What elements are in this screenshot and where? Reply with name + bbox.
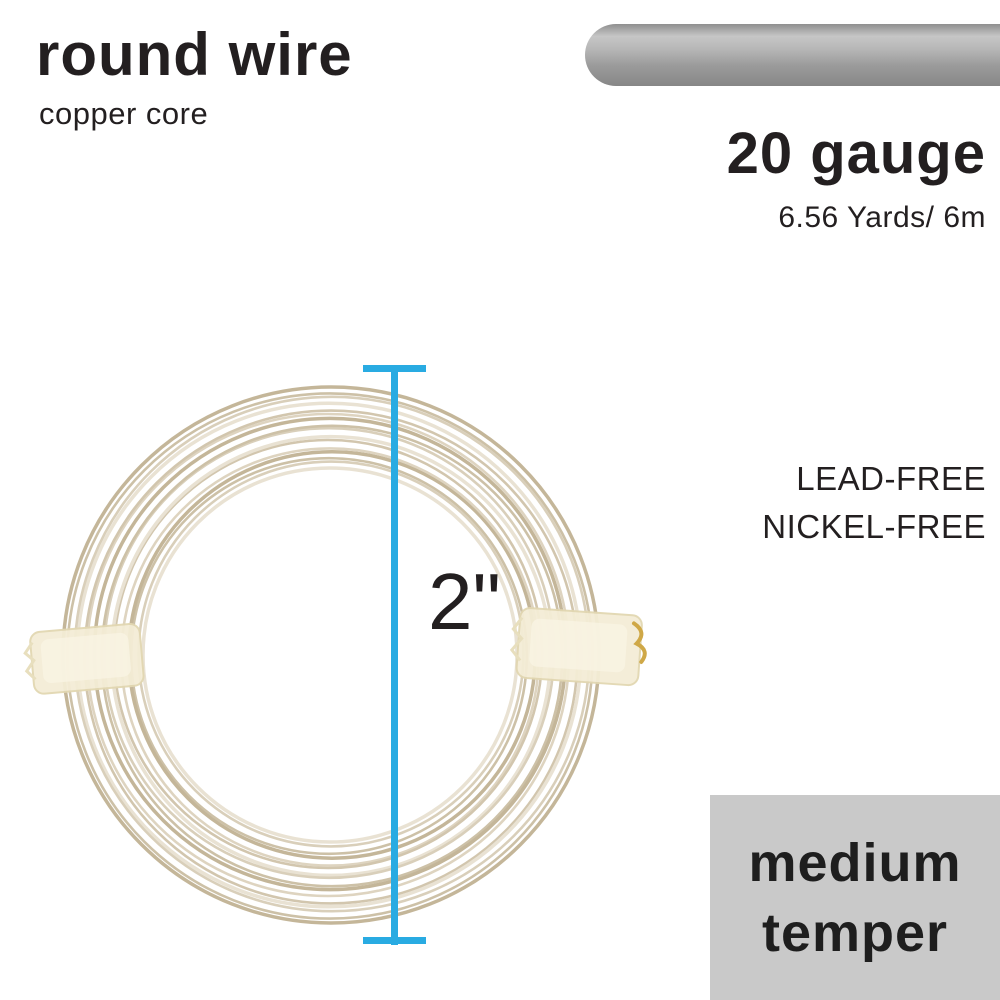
feature-nickel-free: NICKEL-FREE: [762, 507, 986, 545]
measurement-bottom-cap: [363, 937, 426, 944]
gauge-length: 6.56 Yards/ 6m: [778, 201, 986, 234]
features-block: LEAD-FREE NICKEL-FREE: [762, 455, 986, 551]
measurement-line: [391, 368, 398, 945]
temper-line-1: medium: [748, 832, 962, 893]
feature-lead-free: LEAD-FREE: [796, 460, 986, 497]
wire-rod-icon: [585, 24, 1000, 86]
gauge-block: 20 gauge 6.56 Yards/ 6m: [727, 120, 986, 235]
wire-coil-photo: [23, 385, 647, 925]
tape-left-icon: [23, 622, 145, 695]
product-subtitle: copper core: [39, 96, 209, 131]
gauge-value: 20 gauge: [726, 121, 986, 186]
product-title: round wire: [36, 21, 353, 88]
tape-right-icon: [509, 607, 647, 687]
diameter-label: 2": [428, 557, 501, 646]
temper-line-2: temper: [761, 902, 949, 963]
temper-box: medium temper: [710, 795, 1000, 1000]
